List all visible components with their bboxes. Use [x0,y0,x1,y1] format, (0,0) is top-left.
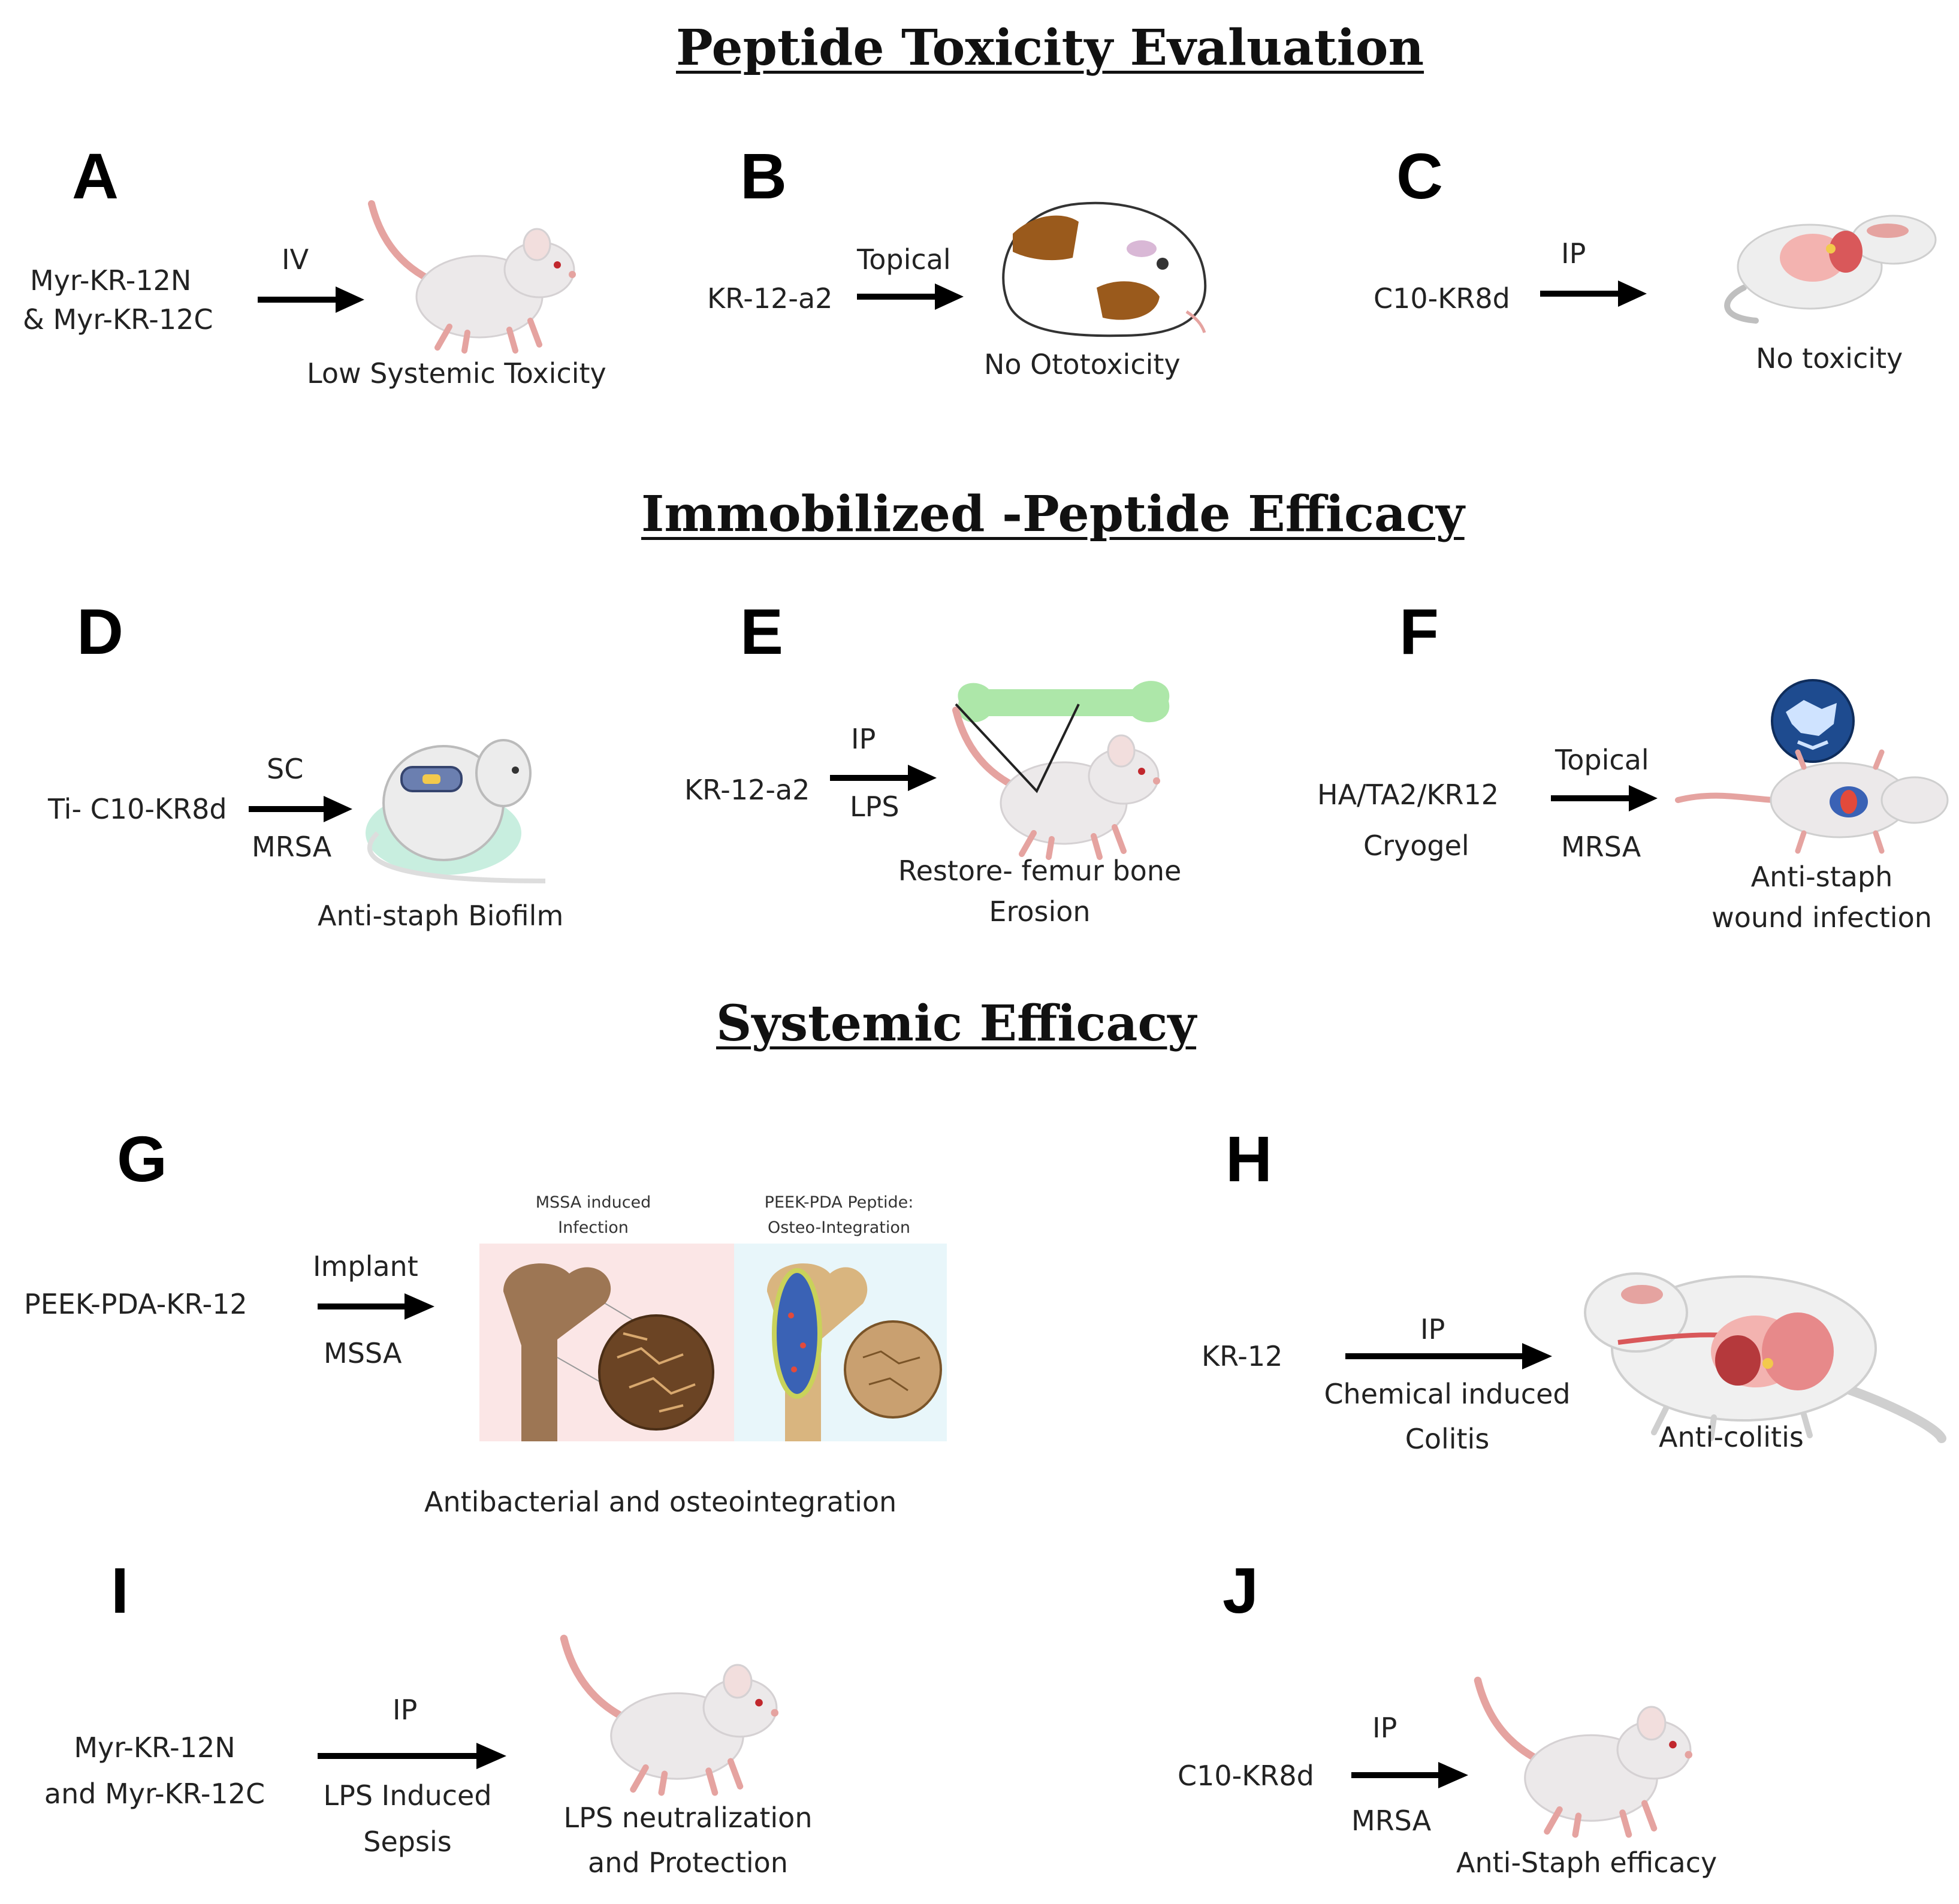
section-title-toxicity: Peptide Toxicity Evaluation [676,19,1424,77]
mouse-icon [551,1630,803,1798]
femur-bone-icon [958,681,1170,723]
panel-g-outcome: Antibacterial and osteointegration [424,1486,897,1518]
panel-d-condition: MRSA [252,831,332,863]
panel-e-outcome-line2: Erosion [989,895,1091,928]
panel-j-condition: MRSA [1351,1805,1432,1837]
panel-b-route: Topical [857,243,951,276]
guinea-pig-icon [1002,201,1207,337]
panel-letter-i: I [111,1554,129,1627]
panel-a-outcome: Low Systemic Toxicity [307,357,606,390]
panel-b-outcome: No Ototoxicity [984,348,1181,381]
panel-j-peptide: C10-KR8d [1178,1760,1314,1792]
panel-letter-j: J [1223,1554,1259,1627]
panel-c-route: IP [1561,237,1586,270]
mouse-icon [360,198,599,354]
arrow-icon [249,796,352,822]
panel-f-outcome-line2: wound infection [1712,901,1932,934]
panel-j-outcome: Anti-Staph efficacy [1456,1846,1717,1879]
panel-f-peptide-line2: Cryogel [1363,829,1469,862]
panel-f-peptide-line1: HA/TA2/KR12 [1317,779,1499,811]
section-title-systemic: Systemic Efficacy [716,995,1197,1052]
panel-e-outcome-line1: Restore- femur bone [898,855,1182,887]
femur-infection-illustration [479,1244,947,1441]
panel-a-peptide-line2: & Myr-KR-12C [23,303,213,336]
panel-h-condition-line1: Chemical induced [1324,1378,1571,1410]
panel-h-condition-line2: Colitis [1405,1423,1490,1455]
panel-h-outcome: Anti-colitis [1659,1421,1804,1453]
panel-a-route: IV [282,243,309,276]
panel-c-peptide: C10-KR8d [1374,282,1510,315]
panel-letter-d: D [77,595,123,668]
arrow-icon [1351,1762,1468,1788]
panel-e-route: IP [851,723,876,755]
panel-i-outcome-line1: LPS neutralization [563,1802,813,1834]
panel-i-peptide-line1: Myr-KR-12N [74,1731,236,1764]
panel-i-outcome-line2: and Protection [588,1846,788,1879]
arrow-icon [258,286,364,313]
panel-letter-h: H [1225,1123,1272,1195]
panel-letter-a: A [72,140,119,212]
mouse-icon [1465,1672,1717,1840]
rat-organs-icon [1584,1272,1946,1443]
arrow-icon [857,283,964,310]
arrow-icon [318,1743,506,1769]
panel-b-peptide: KR-12-a2 [707,282,833,315]
section-title-immobilized: Immobilized -Peptide Efficacy [641,485,1465,543]
panel-letter-c: C [1396,140,1443,212]
panel-a-peptide-line1: Myr-KR-12N [30,264,192,297]
mouse-organs-icon [1724,215,1937,324]
panel-h-route: IP [1420,1313,1445,1345]
panel-g-image-left-label-line1: MSSA induced [535,1193,651,1212]
panel-g-image-left-label-line2: Infection [558,1218,629,1237]
panel-letter-b: B [740,140,787,212]
panel-f-condition: MRSA [1561,831,1641,863]
panel-g-image-right-label-line1: PEEK-PDA Peptide: [764,1193,914,1212]
panel-i-condition-line2: Sepsis [363,1825,452,1858]
panel-d-outcome: Anti-staph Biofilm [318,900,564,932]
panel-f-route: Topical [1555,744,1649,776]
panel-d-peptide: Ti- C10-KR8d [48,793,227,825]
panel-c-outcome: No toxicity [1756,342,1903,375]
panel-g-route: Implant [313,1250,418,1283]
panel-f-outcome-line1: Anti-staph [1750,861,1893,893]
mouse-wound-icon [1675,749,1949,854]
panel-g-peptide: PEEK-PDA-KR-12 [24,1288,247,1320]
zoom-lines [955,703,1080,793]
panel-i-route: IP [393,1694,418,1726]
cryogel-icon [1771,679,1855,763]
panel-e-peptide: KR-12-a2 [684,774,810,806]
panel-j-route: IP [1372,1712,1397,1744]
panel-g-condition: MSSA [324,1337,402,1369]
panel-letter-e: E [740,595,784,668]
arrow-icon [1551,785,1658,811]
arrow-icon [1540,280,1647,307]
panel-i-peptide-line2: and Myr-KR-12C [44,1778,265,1810]
panel-e-condition: LPS [850,790,899,823]
panel-g-image-right-label-line2: Osteo-Integration [767,1218,911,1237]
panel-i-condition-line1: LPS Induced [323,1779,492,1812]
mouse-implant-icon [366,739,546,883]
panel-h-peptide: KR-12 [1202,1340,1283,1372]
arrow-icon [1345,1343,1552,1369]
arrow-icon [318,1293,434,1320]
arrow-icon [830,765,937,791]
panel-d-route: SC [267,753,304,785]
panel-letter-g: G [117,1123,168,1195]
panel-letter-f: F [1399,595,1439,668]
